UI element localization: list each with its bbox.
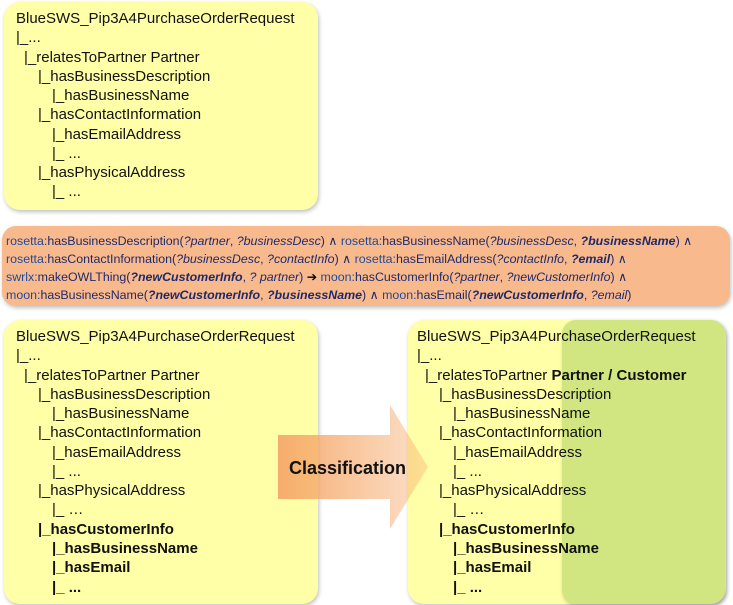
tree-node: |_ ... (52, 145, 81, 162)
tree-node: |_ ... (453, 463, 482, 480)
tree-node-inferred: |_hasCustomerInfo (38, 521, 174, 538)
implies-arrow-icon: ➔ (306, 270, 318, 284)
tree-node-inferred: |_ ... (453, 579, 483, 596)
tree-node-inferred: |_hasCustomerInfo (439, 521, 575, 538)
rule-text: , (564, 252, 571, 266)
customer-class-highlight (562, 320, 725, 604)
tree-node: |_hasBusinessName (453, 405, 591, 422)
tree-root: BlueSWS_Pip3A4PurchaseOrderRequest (417, 328, 696, 345)
rule-text: ) ∧ (362, 288, 383, 302)
partner-customer-label: Partner / Customer (551, 367, 687, 384)
tree-root: BlueSWS_Pip3A4PurchaseOrderRequest (16, 10, 295, 27)
rule-prefix: moon: (382, 288, 417, 302)
rule-variable-bold: ?businessName (580, 234, 676, 248)
rule-variable: ?newCustomerInfo (506, 270, 611, 284)
tree-node: |_ ... (52, 183, 81, 200)
tree-node: |_ ... (52, 463, 81, 480)
rule-prefix: rosetta: (6, 252, 48, 266)
rule-variable-bold: ?email (570, 252, 611, 266)
rule-variable-bold: ?businessName (266, 288, 363, 302)
rule-text: , (499, 270, 507, 284)
tree-node: |_... (16, 347, 41, 364)
rule-variable-bold: ?newCustomerInfo (130, 270, 243, 284)
rule-text: hasBusinessName( (40, 288, 148, 302)
swrl-rule-box: rosetta:hasBusinessDescription(?partner,… (2, 226, 730, 306)
rule-variable-bold: ?newCustomerInfo (147, 288, 261, 302)
rule-text: hasEmailAddress( (395, 252, 497, 266)
tree-node-partner: |_relatesToPartner Partner / Customer (425, 367, 687, 384)
tree-node: |_hasContactInformation (439, 424, 603, 441)
rule-text: , (229, 234, 237, 248)
classification-arrow-icon (278, 405, 428, 529)
rule-variable: ?businessDesc (489, 234, 574, 248)
tree-node: |_hasBusinessDescription (439, 386, 612, 403)
tree-node: |_ … (52, 501, 84, 518)
tree-node-inferred: |_ ... (52, 579, 82, 596)
rule-text: hasEmail( (416, 288, 472, 302)
rule-text: hasBusinessDescription( (47, 234, 184, 248)
rule-text: ) (627, 288, 632, 302)
tree-node-inferred: |_hasBusinessName (52, 540, 198, 557)
tree-node: |_hasEmailAddress (453, 444, 582, 461)
rule-text: ) ∧ (675, 234, 693, 248)
rule-text: ) ∧ (320, 234, 341, 248)
tree-node: |_ … (453, 501, 485, 518)
tree-node: |_hasContactInformation (38, 424, 202, 441)
tree-node: |_... (417, 347, 442, 364)
rule-text: ) ∧ (334, 252, 355, 266)
rule-line-4: moon:hasBusinessName(?newCustomerInfo, ?… (6, 287, 631, 302)
rule-text: hasContactInformation( (47, 252, 177, 266)
tree-node: |_hasPhysicalAddress (38, 482, 186, 499)
rule-text: hasCustomerInfo( (354, 270, 454, 284)
tree-node: |_hasPhysicalAddress (38, 164, 186, 181)
tree-node: |_... (16, 29, 41, 46)
rule-variable-bold: ?newCustomerInfo (471, 288, 584, 302)
bottom-left-tree-panel: BlueSWS_Pip3A4PurchaseOrderRequest |_...… (4, 320, 318, 604)
rule-prefix: moon: (317, 270, 355, 284)
rule-variable: ? partner (249, 270, 300, 284)
rule-text: , (573, 234, 581, 248)
rule-text: ) ∧ (610, 270, 628, 284)
rule-variable: ?contactInfo (267, 252, 335, 266)
rule-variable: ?businessDesc (236, 234, 321, 248)
tree-node: |_hasEmailAddress (52, 444, 181, 461)
rule-variable: ?partner (183, 234, 230, 248)
rule-text: ) ∧ (610, 252, 627, 266)
tree-root: BlueSWS_Pip3A4PurchaseOrderRequest (16, 328, 295, 345)
tree-node: |_hasBusinessName (52, 87, 190, 104)
tree-node: |_hasEmailAddress (52, 126, 181, 143)
rule-prefix: rosetta: (354, 252, 396, 266)
rule-prefix: moon: (6, 288, 41, 302)
tree-node-text: |_relatesToPartner (425, 367, 552, 384)
tree-node: |_hasBusinessDescription (38, 68, 211, 85)
tree-node: |_hasContactInformation (38, 106, 202, 123)
rule-prefix: swrlx: (6, 270, 38, 284)
tree-node: |_hasBusinessDescription (38, 386, 211, 403)
rule-line-2: rosetta:hasContactInformation(?businessD… (6, 251, 627, 266)
tree-node-inferred: |_hasEmail (52, 559, 131, 576)
top-tree-panel: BlueSWS_Pip3A4PurchaseOrderRequest |_...… (4, 2, 318, 210)
tree-node: |_relatesToPartner Partner (24, 49, 200, 66)
classification-label: Classification (289, 458, 407, 478)
rule-variable: ?partner (453, 270, 500, 284)
rule-variable: ?businessDesc (176, 252, 261, 266)
rule-text: ) (299, 270, 307, 284)
rule-line-1: rosetta:hasBusinessDescription(?partner,… (6, 233, 692, 248)
rule-variable: ?contactInfo (496, 252, 565, 266)
rule-prefix: rosetta: (340, 234, 383, 248)
rule-text: , (260, 252, 268, 266)
tree-node-inferred: |_hasBusinessName (453, 540, 599, 557)
rule-text: makeOWLThing( (37, 270, 131, 284)
tree-node-inferred: |_hasEmail (453, 559, 532, 576)
rule-variable: ?email (590, 288, 628, 302)
rule-text: hasBusinessName( (382, 234, 490, 248)
rule-line-3: swrlx:makeOWLThing(?newCustomerInfo, ? p… (6, 269, 627, 284)
tree-node: |_relatesToPartner Partner (24, 367, 200, 384)
rule-prefix: rosetta: (6, 234, 48, 248)
tree-node: |_hasBusinessName (52, 405, 190, 422)
rule-text: , (260, 288, 267, 302)
rule-text: , (242, 270, 250, 284)
rule-text: , (583, 288, 591, 302)
tree-node: |_hasPhysicalAddress (439, 482, 587, 499)
